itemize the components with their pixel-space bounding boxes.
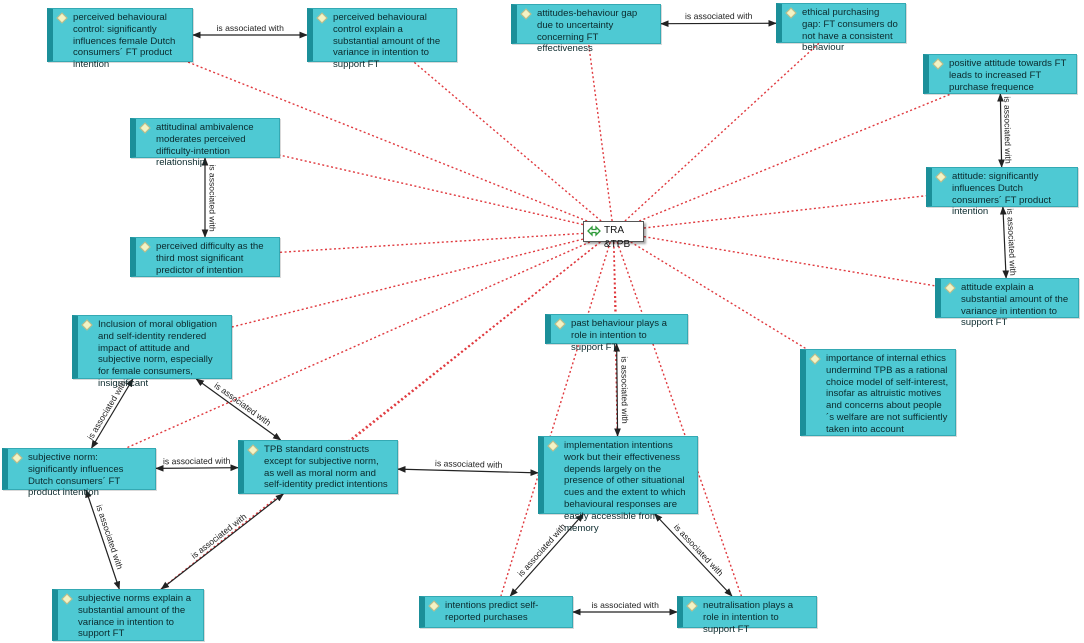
diamond-icon: [316, 12, 328, 24]
concept-link-icon: [587, 225, 601, 237]
hub-link-positive_att: [639, 93, 952, 222]
hub-link-att_gap: [587, 43, 613, 222]
node-label: subjective norms explain a substantial a…: [78, 593, 192, 640]
diamond-icon: [520, 8, 532, 20]
node-label: attitude: significantly influences Dutch…: [952, 171, 1051, 218]
relation-label: is associated with: [163, 455, 231, 467]
node-label: subjective norm: significantly influence…: [28, 452, 124, 499]
diamond-icon: [935, 171, 947, 183]
diamond-icon: [547, 440, 559, 452]
relation-label: is associated with: [1002, 96, 1014, 165]
diamond-icon: [11, 452, 23, 464]
hub-link-ethical_gap: [624, 42, 820, 222]
node-label: perceived difficulty as the third most s…: [156, 241, 264, 276]
association-arrow-past_behaviour-implementation: [613, 343, 621, 437]
node-label: attitude explain a substantial amount of…: [961, 282, 1069, 329]
node-sn-variance[interactable]: subjective norms explain a substantial a…: [52, 589, 204, 641]
hub-link-implementation: [612, 241, 618, 437]
hub-link-att_influences: [643, 195, 927, 229]
hub-links: [125, 42, 952, 597]
node-neutralisation[interactable]: neutralisation plays a role in intention…: [677, 596, 817, 635]
hub-link-moral: [231, 238, 584, 328]
diamond-icon: [554, 318, 566, 330]
relation-label: is associated with: [434, 458, 503, 470]
association-arrow-implementation-self_reported: [509, 513, 584, 597]
relation-label: is associated with: [591, 600, 659, 610]
hub-link-pbc_variance: [413, 61, 602, 222]
node-past-behaviour[interactable]: past behaviour plays a role in intention…: [545, 314, 688, 353]
association-arrow-moral-tpb_standard: [195, 378, 282, 441]
association-arrow-tpb_standard-implementation: [397, 465, 539, 477]
diamond-icon: [61, 593, 73, 605]
relation-label: is associated with: [207, 163, 218, 232]
node-ambivalence[interactable]: attitudinal ambivalence moderates percei…: [130, 118, 280, 168]
association-arrow-tpb_standard-sn_variance: [160, 493, 285, 590]
diamond-icon: [428, 600, 440, 612]
node-label: perceived behavioural control explain a …: [333, 12, 441, 71]
node-label: neutralisation plays a role in intention…: [703, 600, 794, 635]
node-att-influences[interactable]: attitude: significantly influences Dutch…: [926, 167, 1078, 217]
diamond-icon: [932, 58, 944, 70]
node-label: Inclusion of moral obligation and self-i…: [98, 319, 217, 389]
node-label: ethical purchasing gap: FT consumers do …: [802, 7, 898, 54]
node-att-gap[interactable]: attitudes-behaviour gap due to uncertain…: [511, 4, 661, 54]
association-arrow-positive_att-att_influences: [997, 93, 1005, 168]
hub-link-att_variance: [643, 235, 936, 287]
diamond-icon: [686, 600, 698, 612]
diamond-icon: [81, 319, 93, 331]
node-ethics[interactable]: importance of internal ethics undermind …: [800, 349, 956, 436]
hub-link-sn_influences: [125, 241, 591, 449]
association-arrow-att_influences-att_variance: [999, 206, 1010, 279]
diamond-icon: [247, 444, 259, 456]
hub-link-ambivalence: [279, 154, 584, 226]
node-moral[interactable]: Inclusion of moral obligation and self-i…: [72, 315, 232, 389]
node-implementation[interactable]: implementation intentions work but their…: [538, 436, 698, 534]
node-label: attitudes-behaviour gap due to uncertain…: [537, 8, 638, 55]
hub-link-sn_variance: [160, 241, 601, 590]
node-label: implementation intentions work but their…: [564, 440, 686, 534]
node-label: importance of internal ethics undermind …: [826, 353, 949, 435]
diamond-icon: [785, 7, 797, 19]
diamond-icon: [56, 12, 68, 24]
node-label: attitudinal ambivalence moderates percei…: [156, 122, 254, 169]
node-label: positive attitude towards FT leads to in…: [949, 58, 1067, 93]
hub-link-tpb_standard: [351, 241, 601, 441]
node-label: intentions predict self-reported purchas…: [445, 600, 539, 623]
node-ethical-gap[interactable]: ethical purchasing gap: FT consumers do …: [776, 3, 906, 53]
diamond-icon: [809, 353, 821, 365]
hub-label: TRA &TPB: [604, 225, 631, 250]
node-pbc-variance[interactable]: perceived behavioural control explain a …: [307, 8, 457, 70]
relation-label: is associated with: [684, 11, 753, 22]
relation-label: is associated with: [618, 356, 630, 424]
node-positive-att[interactable]: positive attitude towards FT leads to in…: [923, 54, 1077, 94]
node-self-reported[interactable]: intentions predict self-reported purchas…: [419, 596, 573, 628]
association-arrow-sn_influences-tpb_standard: [155, 464, 239, 472]
relation-label: is associated with: [216, 23, 284, 33]
node-label: TPB standard constructs except for subje…: [264, 444, 388, 491]
association-arrow-implementation-neutralisation: [654, 513, 733, 597]
hub-link-ethics: [630, 241, 807, 350]
diamond-icon: [139, 122, 151, 134]
node-difficulty[interactable]: perceived difficulty as the third most s…: [130, 237, 280, 277]
diamond-icon: [139, 241, 151, 253]
association-links: [85, 19, 1010, 616]
node-sn-influences[interactable]: subjective norm: significantly influence…: [2, 448, 156, 498]
hub-node[interactable]: TRA &TPB: [583, 221, 644, 250]
association-arrow-sn_influences-sn_variance: [85, 489, 121, 590]
diamond-icon: [944, 282, 956, 294]
hub-link-difficulty: [279, 232, 584, 254]
node-label: perceived behavioural control: significa…: [73, 12, 176, 71]
node-pbc-female[interactable]: perceived behavioural control: significa…: [47, 8, 193, 70]
association-arrow-sn_influences-moral: [91, 378, 134, 449]
hub-link-neutralisation: [616, 241, 743, 597]
node-label: past behaviour plays a role in intention…: [571, 318, 667, 353]
node-att-variance[interactable]: attitude explain a substantial amount of…: [935, 278, 1079, 328]
hub-link-self_reported: [500, 241, 611, 597]
node-tpb-standard[interactable]: TPB standard constructs except for subje…: [238, 440, 398, 494]
